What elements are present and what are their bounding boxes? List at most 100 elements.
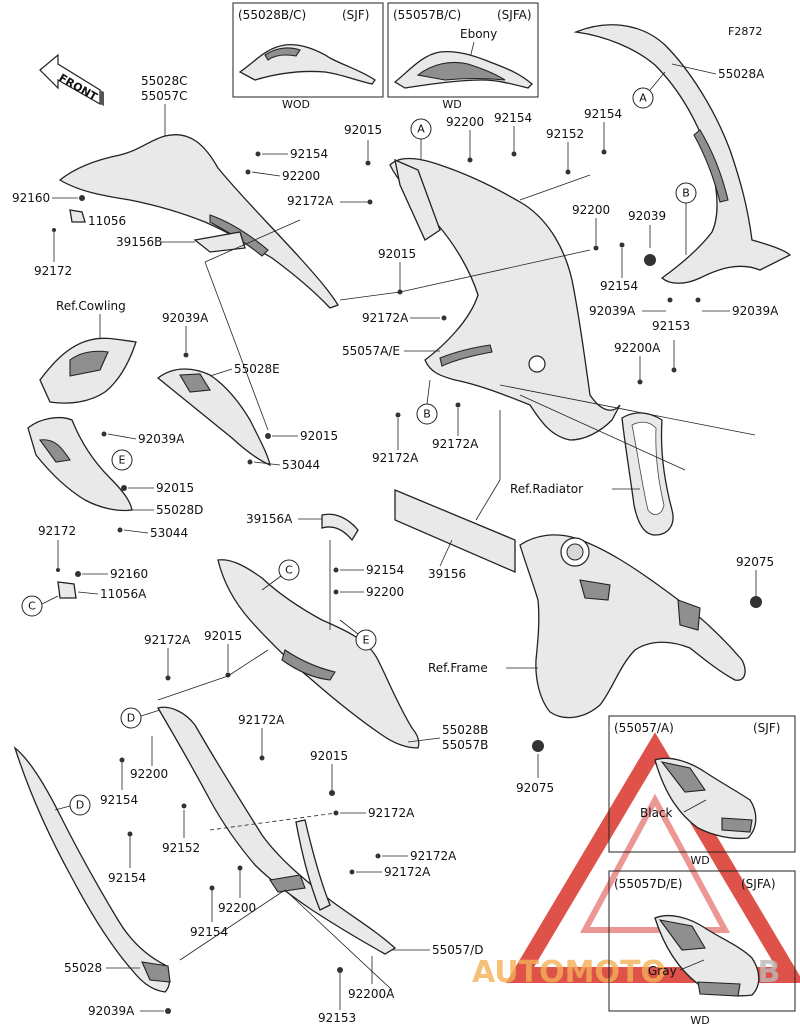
callout-c-left-text: C <box>28 600 36 613</box>
inset-bottom-top-code: (55057/A) <box>614 721 674 735</box>
callout-e-center: E <box>339 619 377 651</box>
inset-bottom-bottom-market: (SJFA) <box>741 877 776 891</box>
label-92172A-a: 92172A <box>287 194 334 208</box>
callout-c-center-text: C <box>285 564 293 577</box>
inset-top-left: (55028B/C) (SJF) WOD <box>232 2 384 111</box>
label-39156: 39156 <box>428 567 466 581</box>
part-radiator-ref <box>621 412 674 536</box>
label-92154-g: 92154 <box>108 871 146 885</box>
part-upper-cowl-left <box>58 134 339 309</box>
label-92015-f: 92015 <box>310 749 348 763</box>
label-92154-h: 92154 <box>190 925 228 939</box>
label-92039A-e: 92039A <box>88 1004 135 1018</box>
part-ref-cowling <box>39 337 137 404</box>
ref-frame-label: Ref.Frame <box>428 661 488 675</box>
label-92200-a: 92200 <box>282 169 320 183</box>
callout-b-center: B <box>416 379 438 425</box>
label-92200-c: 92200 <box>572 203 610 217</box>
front-arrow: FRONT <box>39 53 104 106</box>
label-92015-a: 92015 <box>344 123 382 137</box>
inset-bottom-bottom-code: (55057D/E) <box>614 877 682 891</box>
label-92172A-g: 92172A <box>368 806 415 820</box>
label-55057AE: 55057A/E <box>342 344 400 358</box>
label-92160-b: 92160 <box>110 567 148 581</box>
label-92015-d: 92015 <box>300 429 338 443</box>
part-55028E <box>156 368 271 467</box>
inset-top-left-market: (SJF) <box>342 8 369 22</box>
callout-b-right-text: B <box>682 187 690 200</box>
part-39156-strip <box>394 489 516 573</box>
label-92172A-e: 92172A <box>144 633 191 647</box>
inset-top-right-color: WD <box>442 98 461 111</box>
callout-b-center-text: B <box>423 408 431 421</box>
label-92172-a: 92172 <box>34 264 72 278</box>
label-92039: 92039 <box>628 209 666 223</box>
callout-e-center-text: E <box>363 634 370 647</box>
label-92039A-d: 92039A <box>162 311 209 325</box>
label-92154-a: 92154 <box>290 147 328 161</box>
inset-bottom-top-note: Black <box>640 806 673 820</box>
label-92075-a: 92075 <box>736 555 774 569</box>
label-92154-e: 92154 <box>366 563 404 577</box>
label-92200-e: 92200 <box>130 767 168 781</box>
part-55028D <box>27 417 133 512</box>
inset-top-right-market: (SJFA) <box>497 8 532 22</box>
part-lower-side-strip <box>13 746 171 993</box>
label-11056A: 11056A <box>100 587 147 601</box>
inset-bottom-top-color: WD <box>690 854 709 867</box>
label-92039A-a: 92039A <box>589 304 636 318</box>
inset-top-right-code: (55057B/C) <box>393 8 461 22</box>
inset-top-left-code: (55028B/C) <box>238 8 306 22</box>
diagram-code: F2872 <box>728 25 762 38</box>
label-92172A-d: 92172A <box>432 437 479 451</box>
label-55028D: 55028D <box>156 503 203 517</box>
label-92172A-h: 92172A <box>410 849 457 863</box>
label-39156B: 39156B <box>116 235 162 249</box>
callout-a-center-text: A <box>417 123 425 136</box>
label-92154-b: 92154 <box>494 111 532 125</box>
callout-e-left: E <box>111 449 133 471</box>
label-55028C: 55028C <box>141 74 188 88</box>
label-55028B: 55028B <box>442 723 488 737</box>
callout-d-center-text: D <box>127 712 135 725</box>
label-92039A-c: 92039A <box>138 432 185 446</box>
ref-radiator-label: Ref.Radiator <box>510 482 583 496</box>
label-92200A-a: 92200A <box>614 341 661 355</box>
label-92154-f: 92154 <box>100 793 138 807</box>
label-92172-b: 92172 <box>38 524 76 538</box>
watermark-text-automoto: AUTOMOTO <box>472 955 666 990</box>
label-92015-b: 92015 <box>378 247 416 261</box>
callout-a-right: A <box>632 71 666 109</box>
callout-c-center: C <box>261 559 300 591</box>
label-92075-b: 92075 <box>516 781 554 795</box>
label-92200-d: 92200 <box>366 585 404 599</box>
callout-d-left: D <box>54 794 91 816</box>
label-11056-a: 11056 <box>88 214 126 228</box>
label-92172A-f: 92172A <box>238 713 285 727</box>
callout-b-right: B <box>675 182 697 255</box>
label-92015-c: 92015 <box>156 481 194 495</box>
part-inner-cowl-center <box>389 157 621 441</box>
label-92154-d: 92154 <box>600 279 638 293</box>
label-92152-b: 92152 <box>162 841 200 855</box>
callout-c-left: C <box>21 595 59 617</box>
label-92039A-b: 92039A <box>732 304 779 318</box>
label-92172A-c: 92172A <box>372 451 419 465</box>
label-55057C: 55057C <box>141 89 188 103</box>
label-53044-a: 53044 <box>150 526 188 540</box>
label-53044-b: 53044 <box>282 458 320 472</box>
inset-top-right: (55057B/C) (SJFA) Ebony WD <box>387 2 539 111</box>
ref-cowling-label: Ref.Cowling <box>56 299 126 313</box>
callout-d-center: D <box>120 707 161 729</box>
callout-a-right-text: A <box>639 92 647 105</box>
label-92154-c: 92154 <box>584 107 622 121</box>
label-55028A: 55028A <box>718 67 765 81</box>
label-55028E: 55028E <box>234 362 280 376</box>
callout-a-center: A <box>410 118 432 160</box>
label-55057D: 55057/D <box>432 943 483 957</box>
inset-bottom-top: (55057/A) (SJF) Black WD <box>608 715 796 867</box>
part-ref-frame <box>519 534 746 719</box>
callout-e-left-text: E <box>119 454 126 467</box>
label-92200-b: 92200 <box>446 115 484 129</box>
